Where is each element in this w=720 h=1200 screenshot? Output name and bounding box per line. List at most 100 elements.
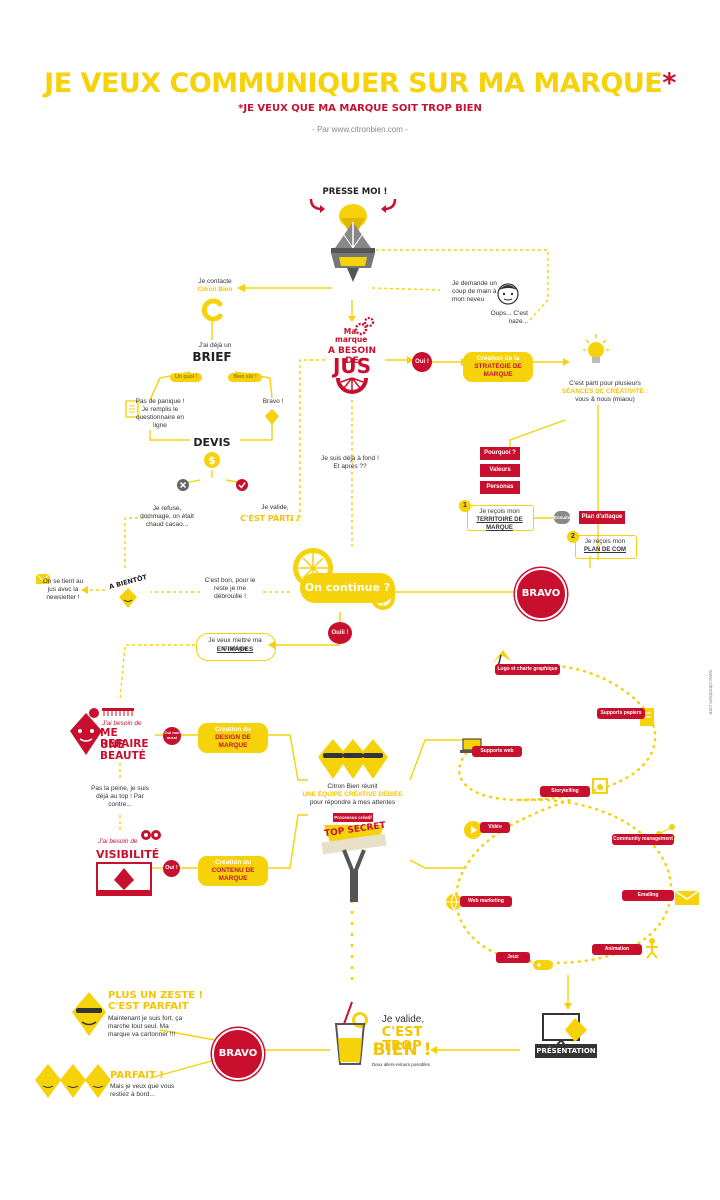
deja-un-text: J'ai déjà un bbox=[198, 342, 232, 349]
curved-arrow-right-icon bbox=[381, 198, 397, 213]
plan-attaque-box[interactable]: Plan d'attaque bbox=[579, 511, 625, 524]
mail-icon bbox=[674, 890, 700, 905]
service-video[interactable]: Vidéo bbox=[480, 822, 510, 833]
video-play-icon bbox=[464, 821, 482, 839]
oui-visibilite-badge[interactable]: Oui ! bbox=[163, 860, 180, 877]
besoin-beaute-3: UNE BEAUTÉ bbox=[100, 739, 146, 762]
step-2-badge: 2 bbox=[567, 531, 579, 543]
newsletter-text: On se tient au jus avec la newsletter ! bbox=[42, 578, 84, 601]
citron-bien-name: Citron Bien bbox=[197, 286, 233, 293]
lemon-team-icon bbox=[318, 739, 388, 779]
visibilite-1: J'ai besoin de bbox=[98, 838, 138, 845]
billboard-icon bbox=[96, 862, 152, 896]
page-subtitle: *JE VEUX QUE MA MARQUE SOIT TROP BIEN bbox=[238, 103, 482, 114]
zeste-1: PLUS UN ZESTE ! bbox=[108, 990, 204, 1001]
plan-com-text: Je reçois mon bbox=[584, 538, 626, 545]
presse-moi-label: PRESSE MOI ! bbox=[322, 187, 388, 197]
pas-la-peine-text: Pas la peine, je suis déjà au top ! Par … bbox=[91, 785, 149, 808]
citron-bien-logo-icon[interactable] bbox=[200, 296, 226, 322]
zeste-2: C'EST PARFAIT bbox=[108, 1001, 189, 1012]
valide-final-text: Je valide, bbox=[381, 1014, 425, 1025]
service-emailing[interactable]: Emailing bbox=[622, 890, 674, 901]
bravo-strategy-badge: BRAVO bbox=[515, 568, 567, 620]
funnel-icon bbox=[321, 825, 387, 902]
allers-text: Deux allers-retours possibles bbox=[371, 1062, 431, 1067]
eyes-icon bbox=[141, 830, 161, 840]
service-jeux[interactable]: Jeux bbox=[496, 952, 530, 963]
jus-label: JUS bbox=[332, 354, 372, 378]
deja-a-fond-text: Je suis déjà à fond ! Et après ?? bbox=[321, 455, 379, 470]
valeurs-box[interactable]: Valeurs bbox=[480, 464, 520, 477]
a-besoin-de-label: A BESOIN DE bbox=[327, 346, 377, 366]
panique-text: Pas de panique ! Je remplis le questionn… bbox=[135, 398, 185, 429]
pourquoi-box[interactable]: Pourquoi ? bbox=[480, 447, 520, 460]
service-papiers[interactable]: Supports papiers bbox=[597, 708, 645, 719]
ensuite-badge: Ensuite bbox=[554, 511, 570, 524]
parfait-1: PARFAIT ! bbox=[110, 1070, 164, 1081]
bravo-final-badge: BRAVO bbox=[212, 1028, 264, 1080]
validate-check-icon[interactable] bbox=[236, 479, 248, 491]
lemonade-glass-icon bbox=[334, 1001, 368, 1065]
gears-icon bbox=[354, 316, 375, 336]
images-text: Je veux mettre ma stratégie bbox=[208, 637, 262, 652]
service-web[interactable]: Supports web bbox=[472, 746, 522, 757]
besoin-beaute-1: J'ai besoin de bbox=[102, 720, 142, 727]
parfait-2: Mais je veux que vous restiez à bord... bbox=[110, 1083, 175, 1098]
svg-text:$: $ bbox=[208, 454, 216, 467]
contacte-text: Je contacte bbox=[198, 278, 232, 285]
refuse-text: Je refuse, dommage, on était chaud cacao… bbox=[140, 505, 194, 528]
seances-text: C'est parti pour plusieurs SÉANCES DE CR… bbox=[561, 380, 649, 403]
oui-moi-badge[interactable]: Oui moi aussi bbox=[163, 727, 181, 745]
service-community[interactable]: Community management bbox=[612, 834, 674, 845]
team-text: Citron Bien réunit UNE ÉQUIPE CRÉATIVE D… bbox=[302, 783, 403, 806]
bien-sur-pill[interactable]: Bien sûr ! bbox=[228, 373, 262, 382]
presentation-label: PRÉSENTATION bbox=[535, 1044, 597, 1058]
curved-arrow-left-icon bbox=[309, 198, 325, 213]
besoin-beaute-2: ME REFAIRE bbox=[100, 727, 149, 750]
dancer-icon bbox=[646, 938, 658, 959]
valide-text: Je valide, bbox=[261, 504, 289, 511]
gamepad-icon bbox=[533, 960, 553, 970]
territoire-text: Je reçois mon bbox=[479, 508, 520, 515]
on-continue-button[interactable]: On continue ? bbox=[300, 573, 395, 603]
un-quoi-pill[interactable]: Un quoi ! bbox=[170, 373, 202, 382]
cest-bon-text: C'est bon, pour le reste je me débrouill… bbox=[204, 577, 256, 600]
comb-icon bbox=[102, 708, 134, 716]
service-storytelling[interactable]: Storytelling bbox=[540, 786, 590, 797]
ouiii-badge[interactable]: Ouiii ! bbox=[328, 622, 352, 644]
orange-slice-icon bbox=[336, 377, 368, 394]
service-webmarketing[interactable]: Web marketing bbox=[460, 896, 512, 907]
territoire-bold: TERRITOIRE DE MARQUE bbox=[476, 517, 523, 531]
dollar-coin-icon[interactable]: $ bbox=[203, 451, 221, 469]
devis-label: DEVIS bbox=[193, 436, 231, 449]
strong-lemon-icon bbox=[72, 992, 106, 1036]
cest-parti-label: C'EST PARTI ! bbox=[240, 514, 300, 523]
three-lemons-icon bbox=[35, 1064, 111, 1098]
lightbulb-icon bbox=[583, 334, 609, 363]
service-animation[interactable]: Animation bbox=[592, 944, 642, 955]
envelope-icon bbox=[35, 573, 51, 584]
images-box bbox=[196, 633, 276, 661]
territoire-box bbox=[467, 505, 534, 531]
brief-label: BRIEF bbox=[192, 350, 232, 364]
service-logo[interactable]: Logo et charte graphique bbox=[495, 664, 560, 675]
images-bold: EN IMAGES bbox=[216, 646, 254, 653]
juicer-icon[interactable] bbox=[325, 200, 381, 300]
lemon-medal-icon bbox=[265, 409, 279, 425]
photo-icon bbox=[592, 778, 608, 794]
questionnaire-icon bbox=[125, 400, 139, 418]
lemon-face-icon bbox=[119, 588, 137, 608]
oups-text: Oups... C'est naze... bbox=[490, 310, 528, 325]
side-url: www.citronbien.com bbox=[707, 670, 713, 715]
oui-badge[interactable]: Oui ! bbox=[412, 352, 432, 372]
globe-icon bbox=[446, 893, 462, 911]
refuse-icon[interactable] bbox=[177, 479, 189, 491]
plan-com-bold: PLAN DE COM bbox=[584, 547, 626, 553]
ma-marque-label: Ma marque bbox=[335, 327, 368, 344]
personas-box[interactable]: Personas bbox=[480, 481, 520, 494]
byline: - Par www.citronbien.com - bbox=[312, 125, 408, 134]
processus-label: Processus créatif bbox=[333, 813, 373, 822]
